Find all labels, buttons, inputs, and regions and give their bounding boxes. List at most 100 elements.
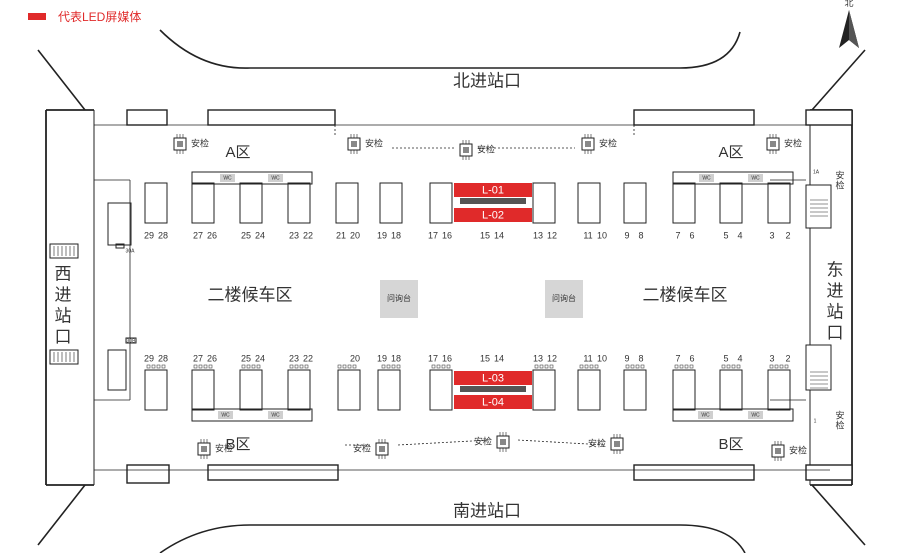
- gate-number-south: 15: [480, 353, 490, 363]
- gate-box: [767, 182, 791, 224]
- turnstile-mark: [726, 364, 731, 369]
- south-corridor-dotted: [517, 439, 606, 446]
- turnstile-mark: [640, 364, 645, 369]
- gate-number-south: 26: [207, 353, 217, 363]
- gate-number-south: 6: [689, 353, 694, 363]
- turnstile-mark: [539, 364, 544, 369]
- gate-1a-label: 1A: [813, 169, 820, 175]
- turnstile-mark: [193, 364, 198, 369]
- gate-number-north: 10: [597, 230, 607, 240]
- turnstile-mark: [156, 364, 161, 369]
- gate-number-north: 5: [723, 230, 728, 240]
- wall-block-nw: [126, 109, 168, 126]
- gate-number-north: 16: [442, 230, 452, 240]
- east-hall-label: 二楼候车区: [643, 285, 728, 304]
- turnstile-mark: [689, 364, 694, 369]
- gate-number-south: 13: [533, 353, 543, 363]
- security-core: [585, 141, 591, 147]
- west-stair-n: [49, 243, 79, 259]
- gate-number-south: 7: [675, 353, 680, 363]
- wc-sign: [268, 411, 283, 419]
- turnstile-mark: [241, 364, 246, 369]
- security-core: [201, 446, 207, 452]
- turnstile-mark: [679, 364, 684, 369]
- led-screen-l01-label: L-01: [482, 184, 504, 196]
- gate-box: [377, 369, 401, 411]
- gate-number-south: 23: [289, 353, 299, 363]
- turnstile-mark: [431, 364, 436, 369]
- gate-box: [532, 182, 556, 224]
- turnstile-mark: [294, 364, 299, 369]
- turnstile-mark: [304, 364, 309, 369]
- gate-number-north: 27: [193, 230, 203, 240]
- legend: 代表LED屏媒体: [28, 8, 141, 25]
- turnstile-mark: [736, 364, 741, 369]
- gate-number-north: 25: [241, 230, 251, 240]
- turnstile-mark: [579, 364, 584, 369]
- turnstile-mark: [674, 364, 679, 369]
- gate-number-south: 2: [785, 353, 790, 363]
- turnstile-mark: [337, 364, 342, 369]
- info-desk: [545, 280, 583, 318]
- led-screen-l03-label: L-03: [482, 372, 504, 384]
- turnstile-mark: [352, 364, 357, 369]
- gate-number-south: 11: [583, 353, 592, 363]
- wc-label: WC: [271, 412, 280, 418]
- gate-box: [191, 182, 215, 224]
- north-arrow-icon: [839, 10, 859, 48]
- wc-label: WC: [751, 175, 760, 181]
- wall-block-n2: [633, 109, 755, 126]
- gate-number-south: 16: [442, 353, 452, 363]
- led-screen-l02-label: L-02: [482, 209, 504, 221]
- security-label: 安检: [599, 137, 617, 148]
- led-screen-l03: [454, 371, 532, 385]
- gate-number-north: 7: [675, 230, 680, 240]
- wc-bar: [672, 171, 794, 185]
- turnstile-mark: [256, 364, 261, 369]
- turnstile-mark: [625, 364, 630, 369]
- turnstile-mark: [584, 364, 589, 369]
- wc-bar: [191, 171, 313, 185]
- security-label: 安检: [353, 442, 371, 453]
- zone-a-east-label: A区: [718, 144, 743, 161]
- gate-number-north: 17: [428, 230, 438, 240]
- security-label: 安检: [477, 143, 495, 154]
- east-entrance-label-char: 站: [827, 302, 844, 321]
- east-escalator-n: [805, 184, 832, 229]
- security-label: 安检: [474, 435, 492, 446]
- turnstile-mark: [347, 364, 352, 369]
- gate-box: [672, 182, 696, 224]
- turnstile-mark: [146, 364, 151, 369]
- gate-box: [532, 369, 556, 411]
- led-screen-l02: [454, 208, 532, 222]
- gate-number-south: 29: [144, 353, 154, 363]
- turnstile-mark: [594, 364, 599, 369]
- gate-number-north: 23: [289, 230, 299, 240]
- gate-number-south: 10: [597, 353, 607, 363]
- east-escalator-s: [805, 344, 832, 391]
- turnstile-mark: [446, 364, 451, 369]
- wall-block-sw: [126, 464, 170, 484]
- gate-box: [623, 369, 647, 411]
- gate-number-north: 4: [737, 230, 742, 240]
- led-screen-l04: [454, 395, 532, 409]
- turnstile-mark: [299, 364, 304, 369]
- turnstile-mark: [635, 364, 640, 369]
- turnstile-mark: [208, 364, 213, 369]
- turnstile-mark: [391, 364, 396, 369]
- led-screen-l04-label: L-04: [482, 396, 504, 408]
- east-security-char: 安: [835, 409, 844, 420]
- gate-box: [577, 369, 601, 411]
- gate-number-north: 24: [255, 230, 265, 240]
- security-label: 安检: [191, 137, 209, 148]
- gate-number-north: 14: [494, 230, 504, 240]
- gate-number-north: 6: [689, 230, 694, 240]
- gate-30b-mark: [125, 337, 137, 344]
- wc-sign: [220, 174, 235, 182]
- turnstile-mark: [589, 364, 594, 369]
- gate-box: [239, 369, 263, 411]
- gate-number-north: 2: [785, 230, 790, 240]
- wc-sign: [748, 174, 763, 182]
- gate-box: [429, 369, 453, 411]
- wc-sign: [218, 411, 233, 419]
